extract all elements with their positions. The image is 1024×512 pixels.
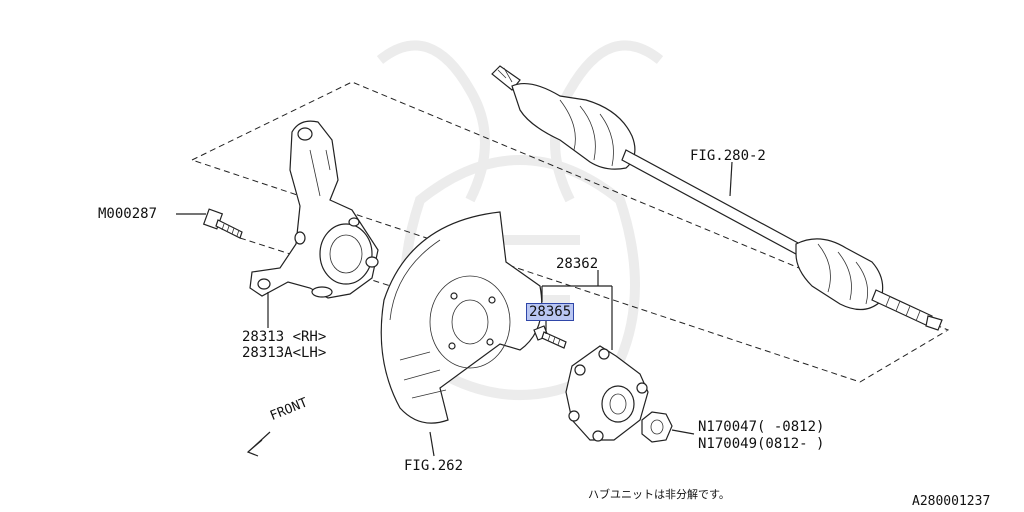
knuckle-drawing — [249, 120, 379, 299]
ref-label-fig-262[interactable]: FIG.262 — [404, 458, 464, 474]
front-arrow-icon — [246, 431, 271, 457]
leader-lines — [176, 161, 733, 457]
part-label-28313a-lh[interactable]: 28313A<LH> — [242, 345, 327, 361]
ref-label-fig-280-2[interactable]: FIG.280-2 — [690, 148, 766, 164]
backing-plate-drawing — [380, 211, 543, 424]
part-label-28365-highlighted[interactable]: 28365 — [526, 303, 575, 321]
hub-bolt-drawing — [533, 325, 567, 349]
bolt-m000287-drawing — [202, 208, 243, 239]
assembly-outline — [190, 81, 950, 383]
axle-shaft-drawing — [491, 65, 943, 331]
hub-nut-drawing — [641, 411, 673, 443]
part-label-n170049[interactable]: N170049(0812- ) — [698, 436, 825, 452]
part-label-28362[interactable]: 28362 — [556, 256, 599, 272]
hub-unit-note: ハブユニットは非分解です。 — [588, 488, 730, 501]
part-label-28313-rh[interactable]: 28313 <RH> — [242, 329, 327, 345]
part-label-m000287[interactable]: M000287 — [98, 206, 158, 222]
hub-unit-drawing — [565, 345, 649, 442]
part-label-n170047[interactable]: N170047( -0812) — [698, 419, 825, 435]
diagram-id: A280001237 — [912, 494, 991, 509]
